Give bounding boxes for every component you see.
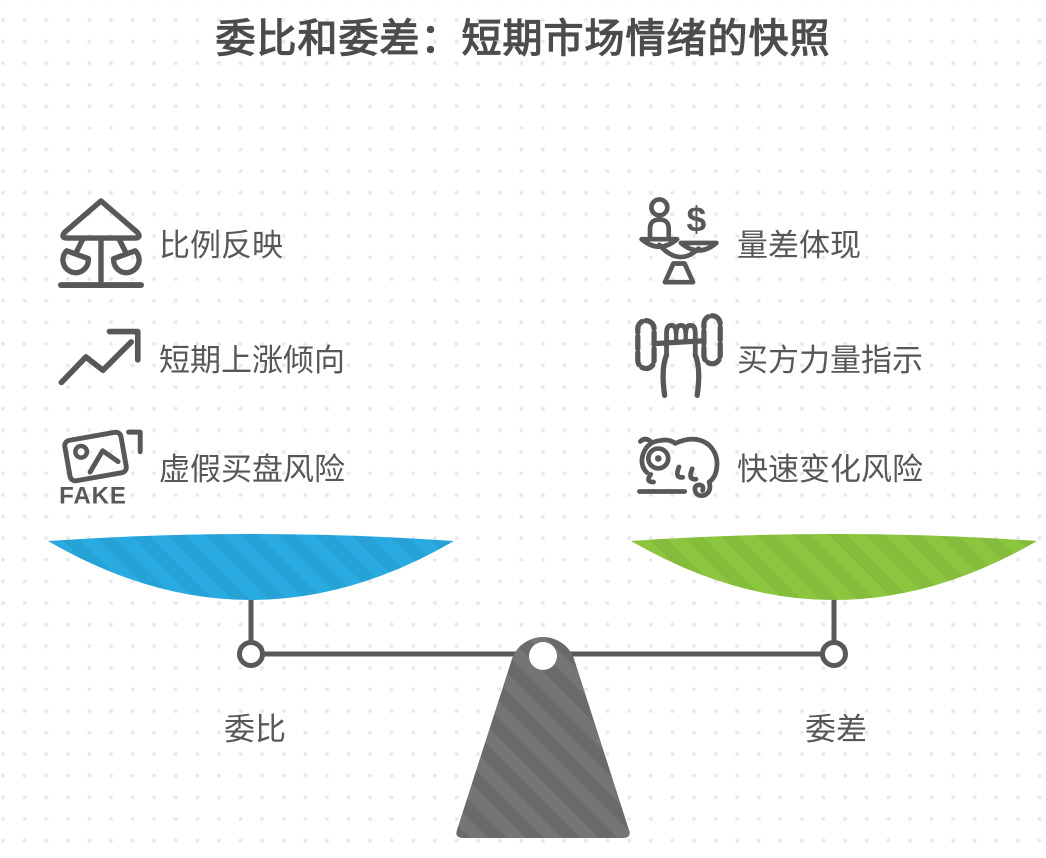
feature-item-change-risk: 快速变化风险 [633, 416, 923, 516]
feature-label: 虚假买盘风险 [159, 451, 345, 487]
left-pivot-ring [237, 640, 265, 668]
dumbbell-grip-icon [633, 311, 725, 403]
feature-label: 快速变化风险 [737, 451, 923, 487]
feature-label: 短期上涨倾向 [159, 342, 345, 378]
left-pan-label: 委比 [224, 712, 286, 747]
page-title: 委比和委差：短期市场情绪的快照 [215, 17, 831, 61]
feature-item-volume-diff: $ 量差体现 [633, 192, 861, 292]
feature-label: 买方力量指示 [737, 342, 923, 378]
fulcrum-hole [529, 642, 557, 670]
left-pan [48, 534, 454, 600]
feature-item-buyer-strength: 买方力量指示 [633, 307, 923, 407]
chameleon-icon [633, 433, 725, 499]
fake-text: FAKE [59, 482, 127, 507]
svg-text:$: $ [686, 200, 706, 240]
trend-up-arrow-icon [55, 324, 147, 390]
feature-label: 量差体现 [737, 227, 861, 263]
feature-item-ratio: 比例反映 [55, 192, 283, 292]
fulcrum [456, 637, 630, 838]
right-pan [631, 534, 1037, 600]
right-pivot-ring [820, 640, 848, 668]
person-dollar-scale-icon: $ [633, 195, 725, 289]
fake-image-icon: FAKE [55, 425, 147, 507]
scale-up-arrow-icon [55, 195, 147, 289]
right-pan-label: 委差 [805, 712, 867, 747]
feature-item-uptrend: 短期上涨倾向 [55, 307, 345, 407]
feature-label: 比例反映 [159, 227, 283, 263]
feature-item-fake-risk: FAKE 虚假买盘风险 [55, 416, 345, 516]
svg-text:FAKE: FAKE [59, 482, 127, 507]
